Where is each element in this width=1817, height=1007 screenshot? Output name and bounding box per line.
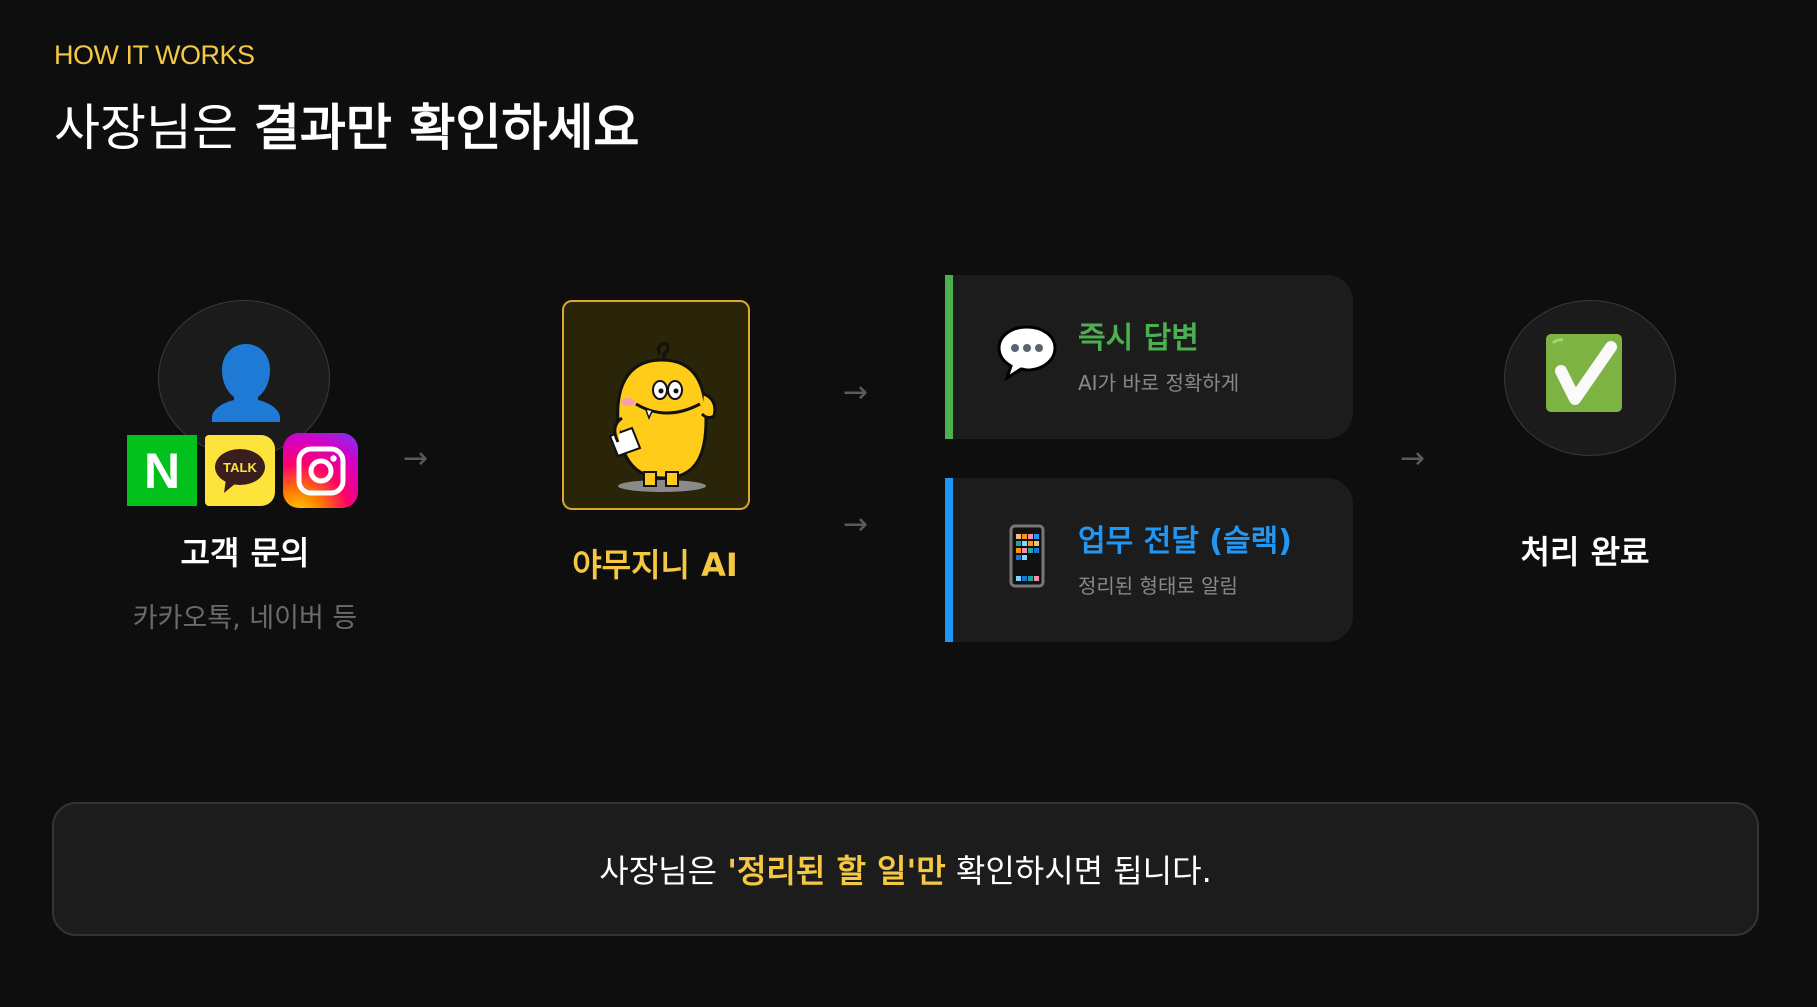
done-label: 처리 완료 xyxy=(1520,533,1650,571)
card-title: 즉시 답변 xyxy=(1078,321,1199,356)
customer-label: 고객 문의 xyxy=(180,534,310,572)
svg-text:TALK: TALK xyxy=(223,460,257,475)
output-card-task-forward: 업무 전달 (슬랙) 정리된 형태로 알림 xyxy=(945,478,1353,642)
banner-text-after: 확인하시면 됩니다. xyxy=(945,852,1212,890)
ai-label: 야무지니 AI xyxy=(572,546,738,584)
arrow-right-icon: → xyxy=(1400,441,1426,476)
arrow-right-icon: → xyxy=(843,507,869,542)
arrow-right-icon: → xyxy=(403,441,429,476)
banner-text-before: 사장님은 xyxy=(599,852,728,890)
yellow-mascot-icon xyxy=(608,342,717,492)
naver-icon: N xyxy=(127,435,197,506)
ai-mascot-box xyxy=(562,300,750,510)
customer-sub: 카카오톡, 네이버 등 xyxy=(132,603,358,634)
kakaotalk-icon: TALK xyxy=(205,435,275,506)
accent-bar xyxy=(945,275,953,439)
check-mark-button-icon xyxy=(1546,334,1622,412)
card-title: 업무 전달 (슬랙) xyxy=(1078,524,1292,559)
arrow-right-icon: → xyxy=(843,375,869,410)
output-card-instant-reply: 즉시 답변 AI가 바로 정확하게 xyxy=(945,275,1353,439)
instagram-icon xyxy=(283,433,358,508)
accent-bar xyxy=(945,478,953,642)
page-title: 사장님은 결과만 확인하세요 xyxy=(54,88,639,160)
user-silhouette-icon xyxy=(212,344,280,422)
card-subtitle: AI가 바로 정확하게 xyxy=(1078,371,1240,395)
mobile-phone-icon xyxy=(995,524,1059,588)
section-eyebrow: HOW IT WORKS xyxy=(54,40,255,70)
title-bold: 결과만 확인하세요 xyxy=(253,99,640,157)
banner-highlight: '정리된 할 일'만 xyxy=(727,852,946,890)
summary-banner: 사장님은 '정리된 할 일'만 확인하시면 됩니다. xyxy=(52,802,1759,936)
title-regular: 사장님은 xyxy=(54,99,254,157)
card-subtitle: 정리된 형태로 알림 xyxy=(1078,574,1238,598)
speech-bubble-icon xyxy=(995,321,1059,385)
